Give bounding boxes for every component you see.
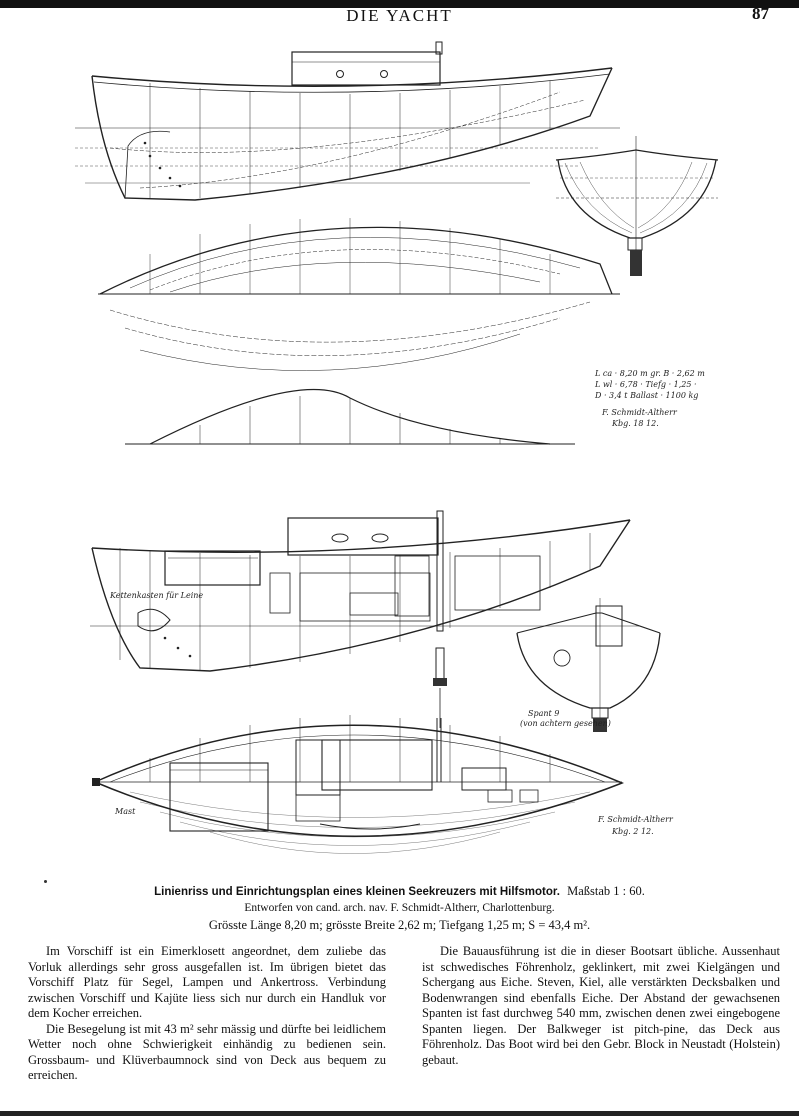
page-number: 87 xyxy=(752,4,769,23)
running-header: DIE YACHT xyxy=(346,6,453,25)
interior-profile-drawing: Kettenkasten für Leine xyxy=(90,510,640,672)
dimensions-line-2: L wl · 6,78 · Tiefg · 1,25 · xyxy=(594,380,697,389)
body-text-left-column: Im Vorschiff ist ein Eimerklosett angeor… xyxy=(28,944,386,1084)
sectional-area-curve xyxy=(125,388,575,445)
dimensions-line-3: D · 3,4 t Ballast · 1100 kg xyxy=(594,391,698,400)
body-plan-drawing xyxy=(555,136,719,276)
frame-sublabel: (von achtern gesehen) xyxy=(520,719,611,728)
caption-scale: Maßstab 1 : 60. xyxy=(567,884,645,898)
signature-2-date: Kbg. 2 12. xyxy=(611,827,654,836)
caption-title-text: Linienriss und Einrichtungsplan eines kl… xyxy=(154,886,560,898)
dimensions-line-1: L ca · 8,20 m gr. B · 2,62 m xyxy=(594,369,705,378)
print-speck xyxy=(44,880,47,883)
mast-detail-drawing xyxy=(433,647,447,728)
plan-forward-label: Mast xyxy=(114,807,136,816)
figure-caption-dimensions: Grösste Länge 8,20 m; grösste Breite 2,6… xyxy=(208,918,591,932)
paragraph: Die Bauausführung ist die in dieser Boot… xyxy=(422,944,780,1067)
dimensions-note: L ca · 8,20 m gr. B · 2,62 m L wl · 6,78… xyxy=(594,369,705,428)
figure-caption-title: Linienriss und Einrichtungsplan eines kl… xyxy=(0,884,799,899)
paragraph: Die Besegelung ist mit 43 m² sehr mässig… xyxy=(28,1021,386,1083)
designer-signature-2: F. Schmidt-Altherr xyxy=(597,815,674,824)
midship-section-drawing: Spant 9 (von achtern gesehen) xyxy=(516,598,661,732)
page-top-border xyxy=(0,0,799,8)
body-text-right-column: Die Bauausführung ist die in dieser Boot… xyxy=(422,944,780,1068)
accommodation-plan-drawing: Mast xyxy=(92,715,624,854)
frame-label: Spant 9 xyxy=(528,709,559,718)
technical-drawing-plate: L ca · 8,20 m gr. B · 2,62 m L wl · 6,78… xyxy=(0,28,799,880)
forward-label: Kettenkasten für Leine xyxy=(109,591,203,600)
sheer-plan-drawing xyxy=(75,41,620,201)
signature-date: Kbg. 18 12. xyxy=(611,419,659,428)
designer-signature: F. Schmidt-Altherr xyxy=(601,408,678,417)
half-breadth-plan-drawing xyxy=(98,218,620,371)
page-bottom-border xyxy=(0,1111,799,1116)
figure-caption-designer: Entworfen von cand. arch. nav. F. Schmid… xyxy=(244,902,555,914)
paragraph: Im Vorschiff ist ein Eimerklosett angeor… xyxy=(28,944,386,1020)
